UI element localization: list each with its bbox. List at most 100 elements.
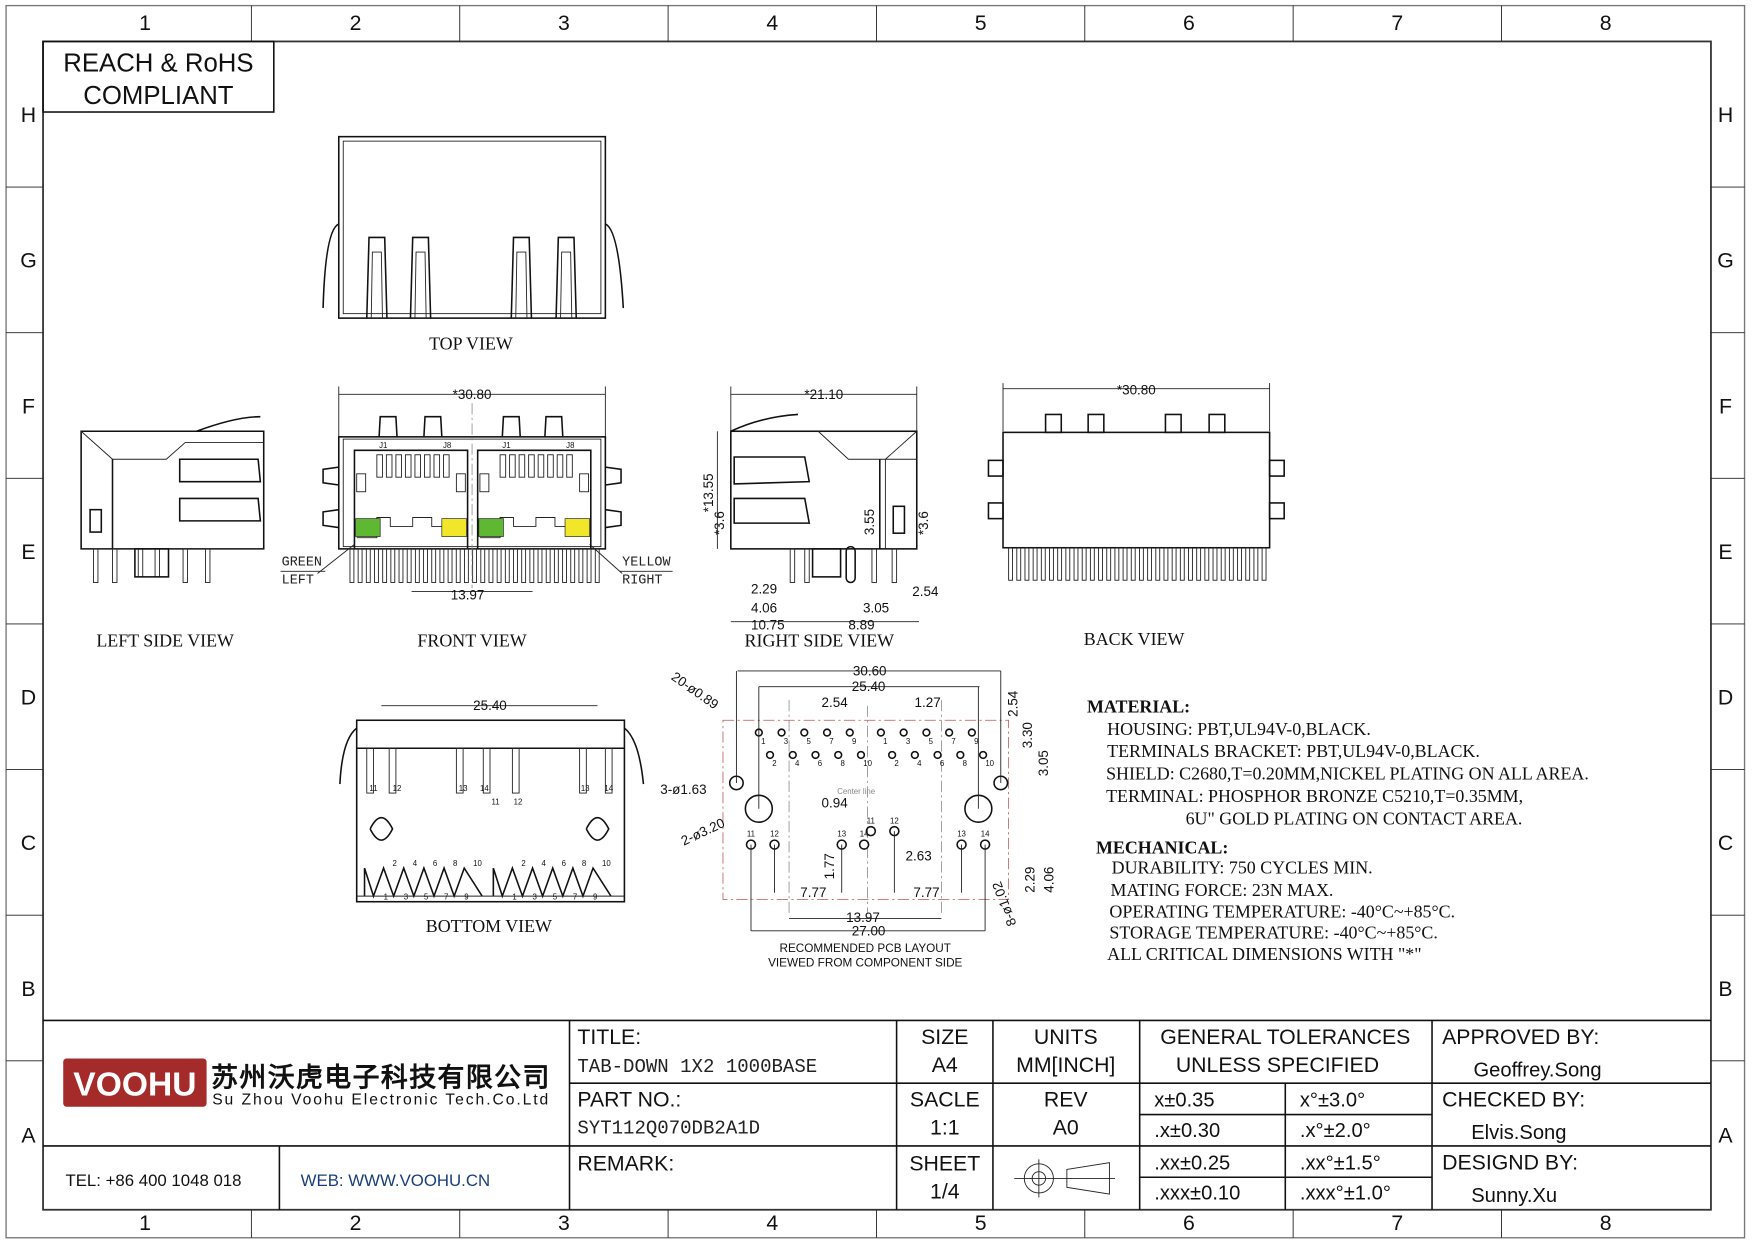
- signal-hole: [922, 728, 931, 737]
- signal-hole: [933, 750, 942, 760]
- latch-tab-inner: [560, 251, 573, 319]
- pin-number: 7: [951, 737, 955, 746]
- pin-number: 3: [906, 737, 911, 746]
- tolerance-linear: .x±0.30: [1154, 1120, 1220, 1142]
- scale-value: 1:1: [930, 1116, 960, 1140]
- pcb-dim-229: 2.29: [1022, 867, 1037, 893]
- latch-tab-inner: [370, 251, 383, 319]
- row-label: C: [1718, 831, 1733, 855]
- top-view-label: TOP VIEW: [429, 333, 513, 353]
- pin-number: 11: [867, 816, 875, 825]
- front-pitch-dim: 13.97: [451, 587, 485, 602]
- tolerance-label-1: GENERAL TOLERANCES: [1160, 1025, 1410, 1049]
- column-label: 7: [1391, 1211, 1403, 1235]
- right-mid-dim: 3.55: [862, 509, 877, 535]
- signal-hole: [845, 728, 854, 737]
- company-web-link[interactable]: WEB: WWW.VOOHU.CN: [301, 1171, 490, 1190]
- rev-label: REV: [1044, 1088, 1089, 1112]
- led-left-label: GREEN: [282, 556, 322, 571]
- shield-tab: [1268, 459, 1285, 477]
- pcb-caption-2: VIEWED FROM COMPONENT SIDE: [768, 957, 962, 970]
- signal-hole: [956, 750, 965, 760]
- mechanical-title: MECHANICAL:: [1096, 838, 1228, 858]
- rj45-port: [476, 449, 592, 549]
- company-tel: TEL: +86 400 1048 018: [65, 1171, 241, 1190]
- row-label: A: [1718, 1124, 1733, 1148]
- pin-number: 12: [890, 816, 899, 825]
- pcb-pin: [349, 548, 355, 583]
- mechanical-line: STORAGE TEMPERATURE: -40°C~+85°C.: [1109, 923, 1437, 943]
- column-label: 8: [1600, 1211, 1612, 1235]
- pin-number: 10: [985, 759, 994, 768]
- top-view: TOP VIEW: [322, 135, 625, 353]
- pcb-pin: [521, 548, 527, 583]
- pin-number: 3: [533, 892, 538, 901]
- pin: [205, 548, 211, 583]
- pin-number: 5: [807, 737, 812, 746]
- pin-number: 4: [795, 759, 800, 768]
- pcb-dim-127: 1.27: [915, 695, 941, 710]
- back-view: *30.80 BACK VIEW: [987, 382, 1285, 649]
- pin-number: 11: [369, 784, 377, 793]
- pcb-pin: [1139, 547, 1144, 581]
- company-name-cn: 苏州沃虎电子科技有限公司: [211, 1063, 549, 1093]
- column-label: 3: [558, 1211, 570, 1235]
- checked-value: Elvis.Song: [1471, 1122, 1566, 1144]
- compliance-line1: REACH & RoHS: [63, 50, 253, 78]
- pcb-pin: [1008, 547, 1013, 581]
- latch-tab: [365, 236, 388, 319]
- right-height-dim: *13.55: [701, 473, 716, 512]
- contact-pin: [395, 454, 402, 478]
- led-yellow: [441, 518, 467, 537]
- contact-pin: [433, 454, 441, 478]
- pcb-pin: [1057, 547, 1063, 581]
- pin-number: 3: [404, 892, 409, 901]
- shield-leg: [845, 545, 856, 584]
- pin: [182, 548, 188, 583]
- pcb-pin: [406, 548, 412, 583]
- pin-number: 5: [424, 892, 429, 901]
- pcb-pin: [447, 548, 453, 583]
- right-side-view: *21.10 *13.55 *3.6 3.55 *3.6 2.29 2.54 4…: [701, 386, 939, 650]
- pin-number: 12: [514, 797, 523, 806]
- row-label: H: [21, 103, 36, 127]
- pin-number: 12: [393, 784, 402, 793]
- pin-number: 6: [940, 759, 945, 768]
- latch-tab: [555, 236, 578, 319]
- sheet-value: 1/4: [930, 1180, 960, 1204]
- post: [585, 816, 610, 841]
- pcb-holes-big: 2-ø3.20: [679, 815, 727, 848]
- right-dim-406: 4.06: [751, 601, 777, 616]
- pin-number: 6: [433, 859, 438, 868]
- signal-hole: [887, 750, 897, 760]
- mechanical-line: OPERATING TEMPERATURE: -40°C~+85°C.: [1109, 901, 1455, 921]
- latch-tab: [510, 236, 533, 319]
- led-green: [478, 518, 504, 537]
- light-pipe: [1208, 413, 1226, 434]
- material-line: 6U" GOLD PLATING ON CONTACT AREA.: [1186, 808, 1523, 828]
- tolerance-angular: .xx°±1.5°: [1300, 1152, 1381, 1174]
- column-label: 5: [975, 11, 987, 35]
- pin-number: 10: [473, 859, 482, 868]
- pcb-dim-305: 3.05: [1036, 750, 1051, 776]
- projection-symbol-icon: [1014, 1159, 1116, 1198]
- contact-pin: [528, 454, 535, 478]
- pin-number: 4: [413, 859, 418, 868]
- light-pipe: [378, 415, 398, 437]
- pin-number: 8: [582, 859, 587, 868]
- pin-number: 10: [863, 759, 872, 768]
- company-name-en: Su Zhou Voohu Electronic Tech.Co.Ltd: [212, 1091, 548, 1108]
- pcb-dim-2540: 25.40: [852, 679, 886, 694]
- column-label: 1: [139, 11, 151, 35]
- pcb-pin: [365, 548, 371, 583]
- pcb-pin: [1114, 547, 1120, 581]
- pcb-dim-094: 0.94: [822, 796, 849, 811]
- pin-number: 6: [818, 759, 823, 768]
- row-label: D: [21, 686, 36, 710]
- pin: [891, 548, 898, 583]
- front-view-label: FRONT VIEW: [417, 630, 526, 650]
- contact-pin: [537, 454, 545, 478]
- pin-number: 1: [512, 892, 516, 901]
- pin-slot: [604, 747, 613, 794]
